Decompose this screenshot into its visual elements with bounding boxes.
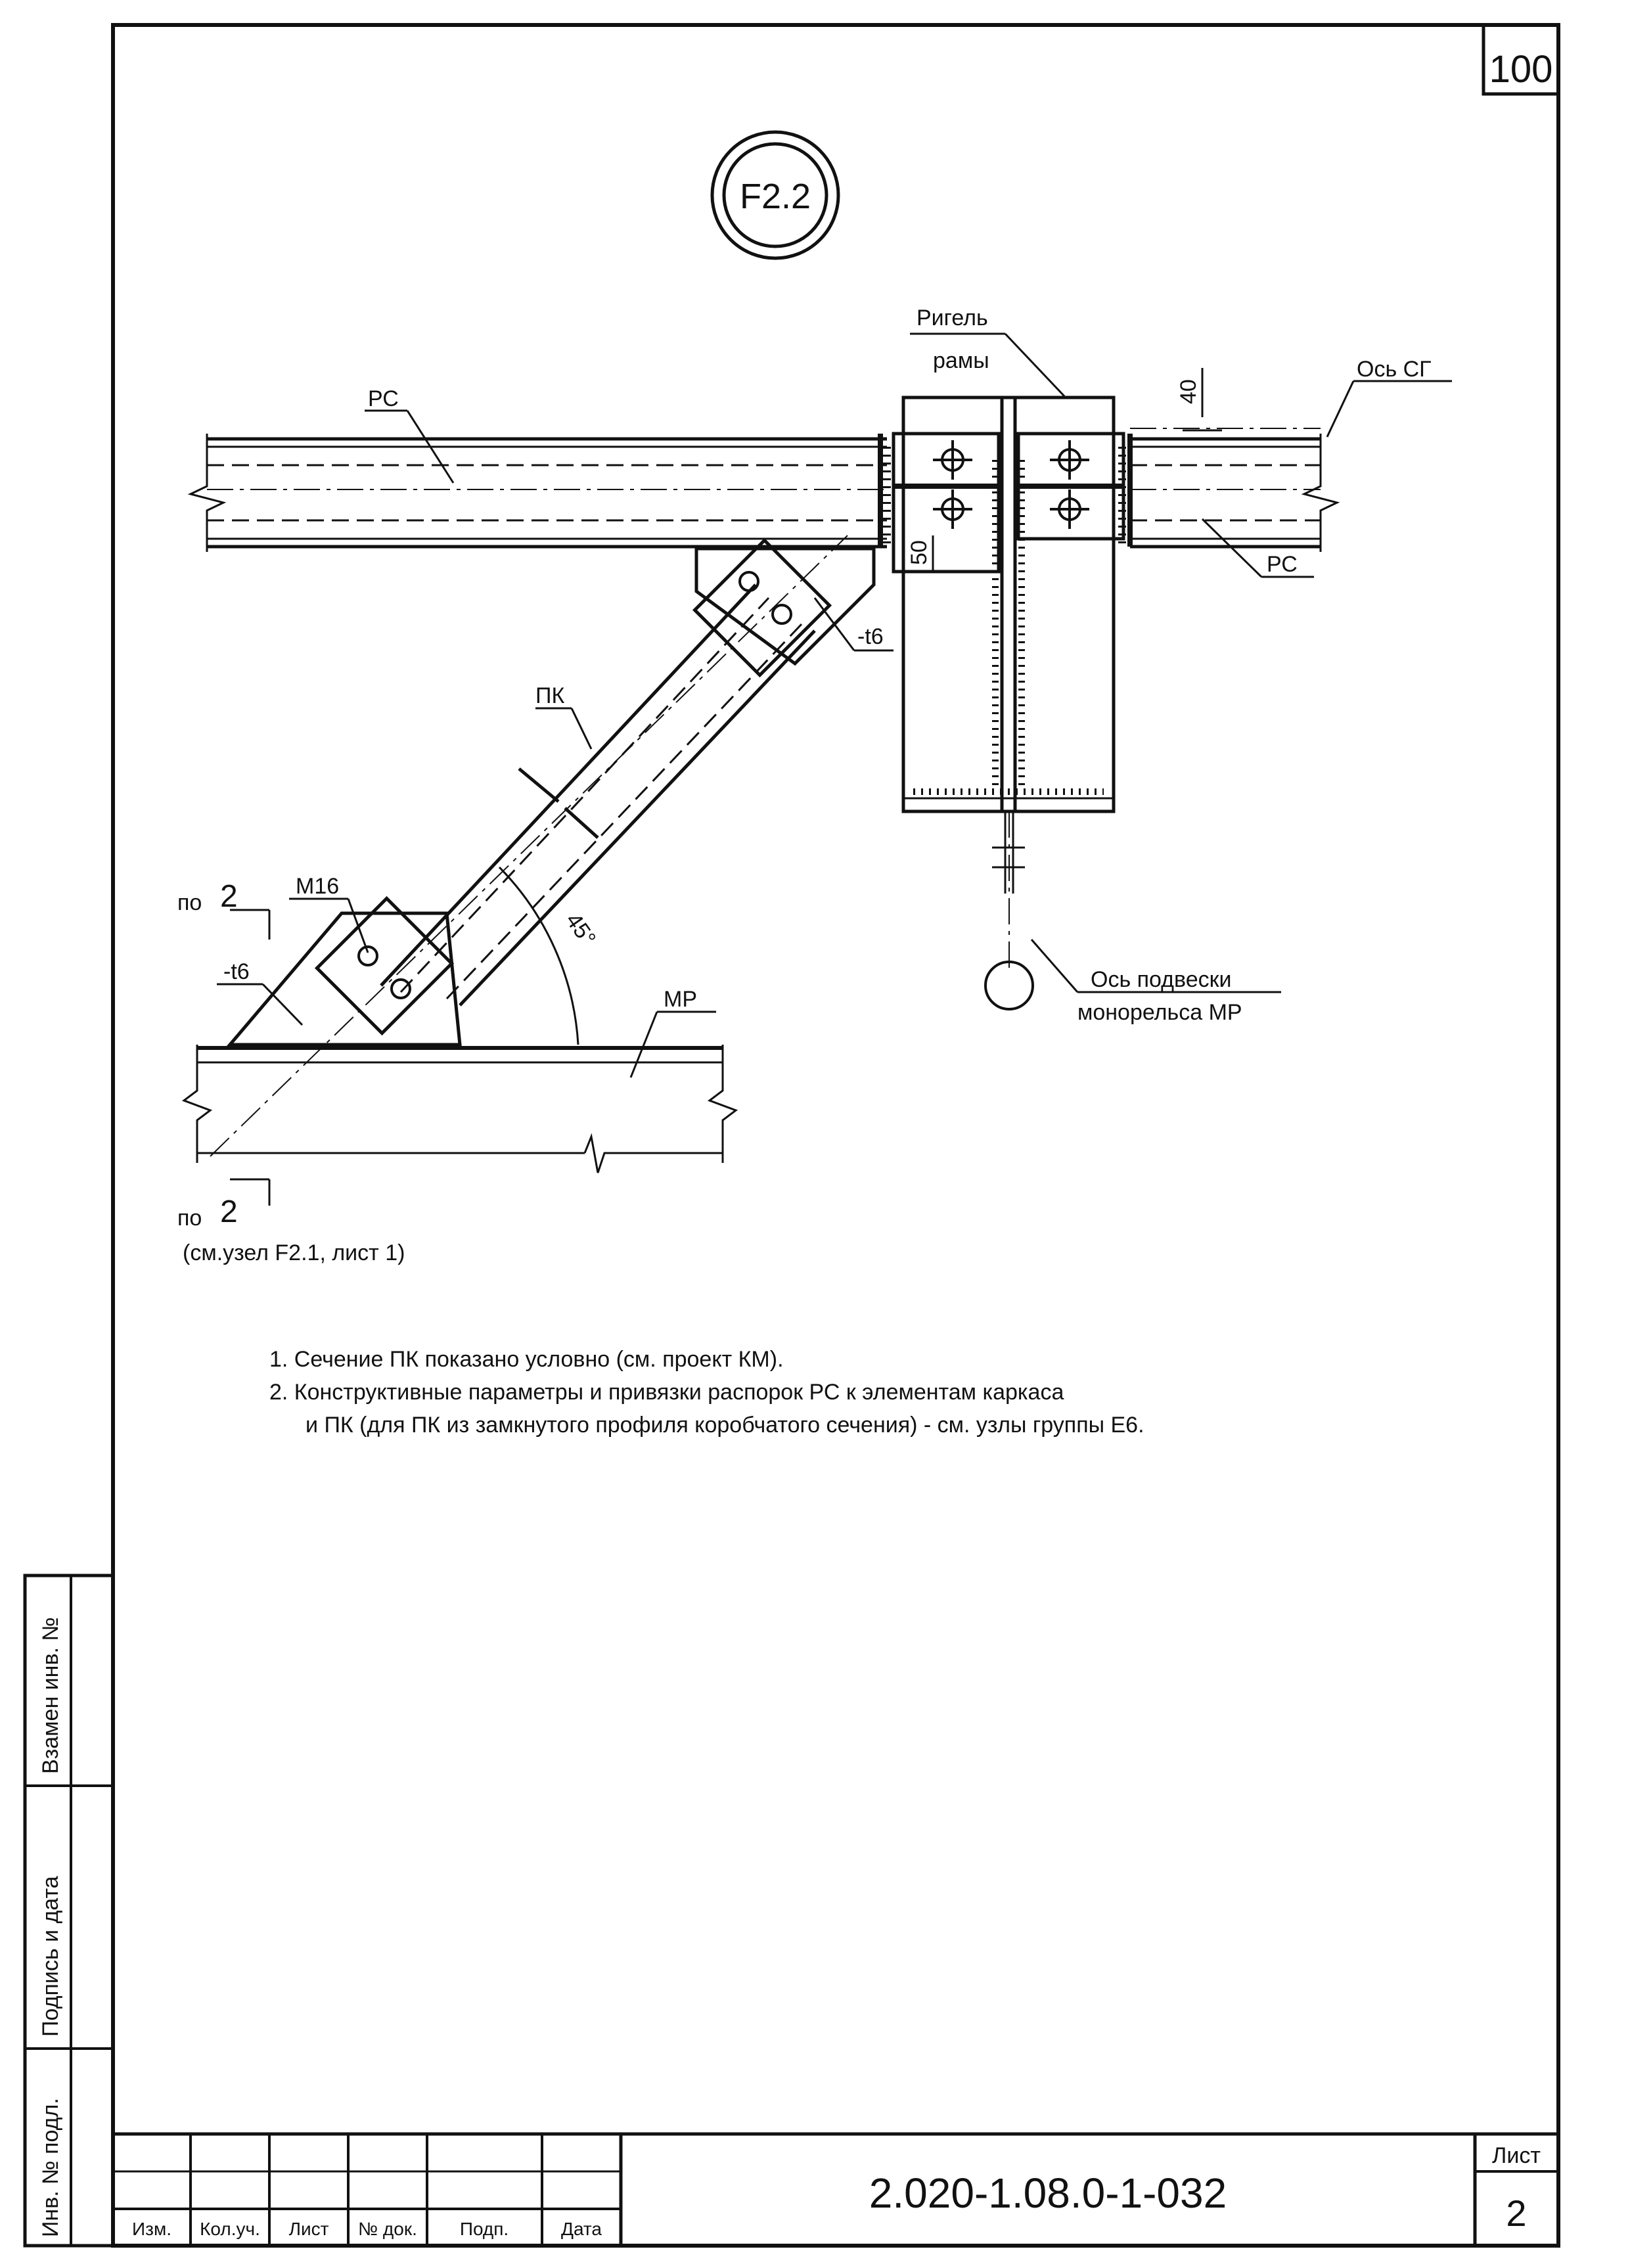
leader-lines (217, 332, 1452, 1206)
node-mark: F2.2 (710, 130, 840, 260)
notes: 1. Сечение ПК показано условно (см. прое… (269, 1347, 1144, 1438)
section-top-num: 2 (220, 879, 238, 914)
left-stamp: Взамен инв. № Подпись и дата Инв. № подл… (23, 1574, 115, 2248)
title-block: Изм. Кол.уч. Лист № док. Подп. Дата 2.02… (113, 2132, 1558, 2246)
monorail-mp (181, 1045, 738, 1173)
label-plate-t6-bottom: -t6 (223, 959, 250, 984)
label-rigel-2: рамы (933, 348, 989, 373)
label-mp: МР (664, 987, 697, 1012)
note-2: 2. Конструктивные параметры и привязки р… (269, 1380, 1064, 1405)
section-bottom-num: 2 (220, 1194, 238, 1229)
dim-50: 50 (907, 540, 932, 565)
label-axis-hanger-2: монорельса МР (1077, 1000, 1242, 1025)
doc-code: 2.020-1.08.0-1-032 (869, 2169, 1227, 2217)
section-bottom-po: по (177, 1206, 202, 1231)
brace-pk (210, 535, 876, 1157)
corner-number-box: 100 (1482, 23, 1560, 96)
label-plate-t6-top: -t6 (857, 624, 884, 649)
tb-header-izm: Изм. (132, 2219, 171, 2239)
note-3: и ПК (для ПК из замкнутого профиля короб… (306, 1413, 1144, 1438)
label-see-node: (см.узел F2.1, лист 1) (183, 1240, 405, 1265)
tb-header-list: Лист (289, 2219, 329, 2239)
note-1: 1. Сечение ПК показано условно (см. прое… (269, 1347, 784, 1372)
label-axis-hanger-1: Ось подвески (1091, 967, 1231, 992)
tb-header-podp: Подп. (460, 2219, 509, 2239)
node-mark-label: F2.2 (740, 177, 811, 216)
label-pk: ПК (535, 683, 564, 708)
label-rigel-1: Ригель (917, 306, 988, 330)
dim-40: 40 (1176, 379, 1201, 404)
label-pc-right: РС (1267, 552, 1298, 577)
strut-pc-right (1130, 428, 1340, 552)
section-top-po: по (177, 890, 202, 915)
corner-number: 100 (1489, 48, 1553, 91)
tb-header-data: Дата (561, 2219, 602, 2239)
label-bolt: М16 (296, 874, 339, 899)
tb-header-dok: № док. (358, 2219, 417, 2239)
drawing-labels: Ригель рамы Ось СГ 40 РС РС 50 -t6 ПК М1… (177, 306, 1432, 1265)
frame-rigel (878, 396, 1133, 1010)
sheet-label: Лист (1492, 2143, 1541, 2168)
label-angle: 45° (560, 909, 600, 951)
tb-header-kolvo: Кол.уч. (200, 2219, 260, 2239)
sheet-number: 2 (1506, 2192, 1526, 2234)
stamp-podpis: Подпись и дата (38, 1876, 63, 2037)
stamp-vzamen: Взамен инв. № (38, 1617, 63, 1774)
sheet-frame (111, 23, 1560, 2248)
stamp-inv: Инв. № подл. (38, 2098, 63, 2237)
label-pc-left: РС (368, 386, 399, 411)
label-axis-sg: Ось СГ (1357, 357, 1432, 382)
strut-pc-left (187, 434, 887, 552)
